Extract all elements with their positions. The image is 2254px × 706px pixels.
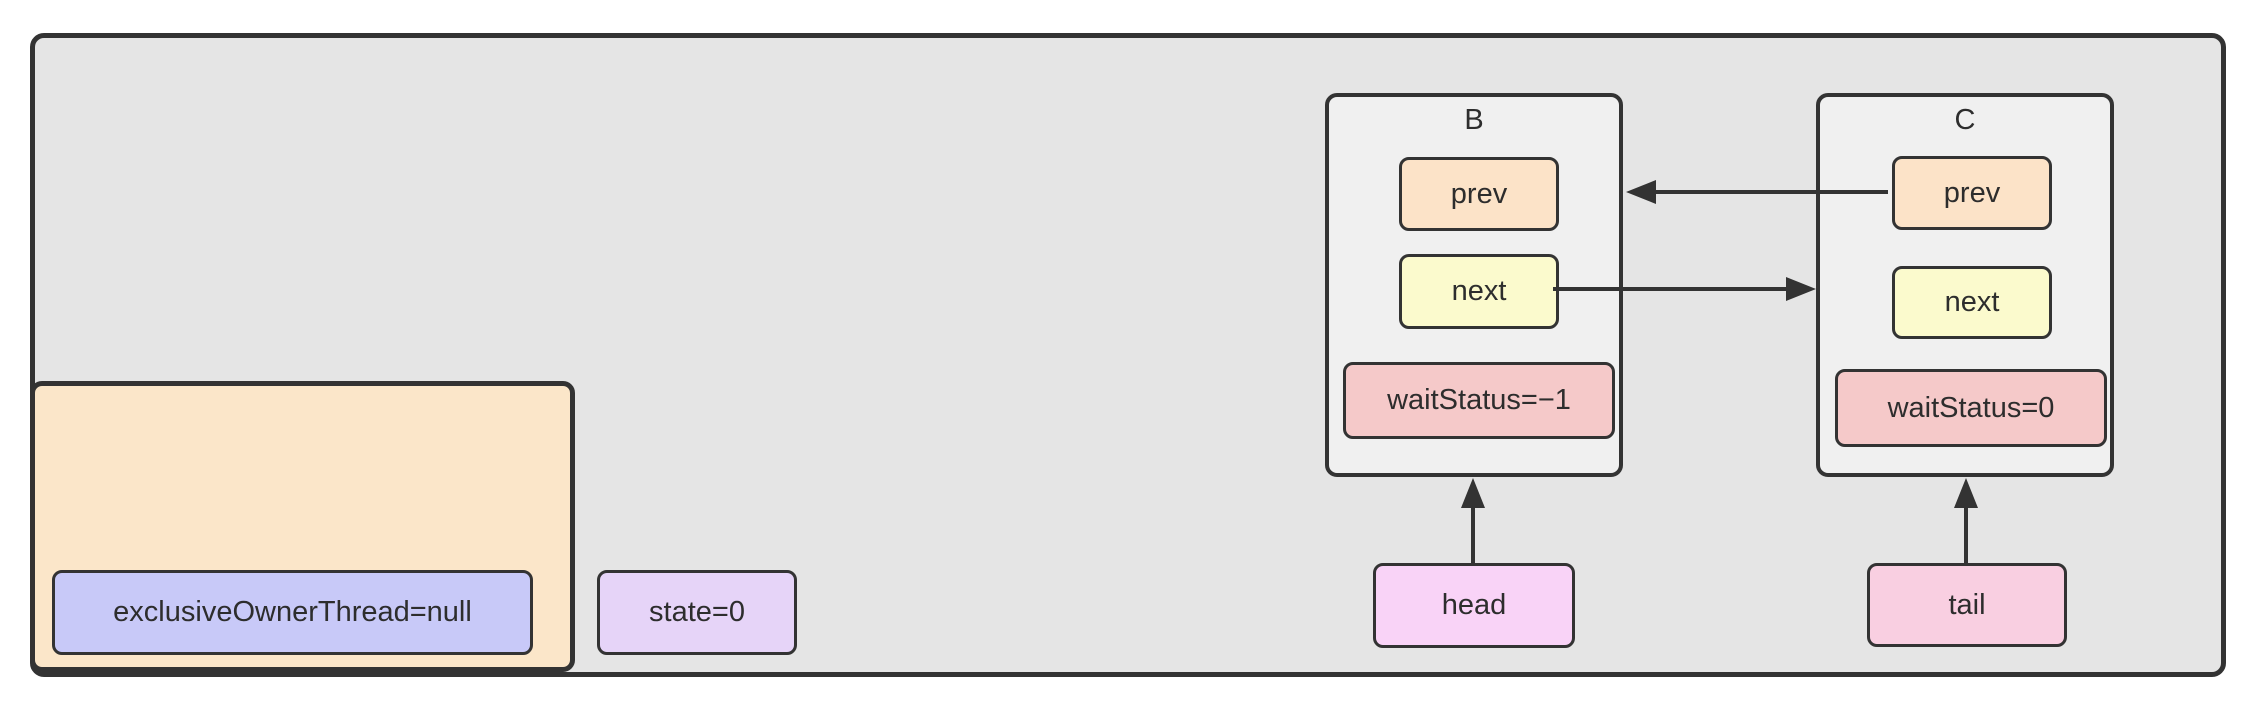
node-C-title: C bbox=[1954, 104, 1976, 136]
tail-pointer: tail bbox=[1867, 563, 2067, 647]
node-B-prev-field: prev bbox=[1399, 157, 1559, 231]
node-B-next-field: next bbox=[1399, 254, 1559, 329]
node-B-wait-status-field: waitStatus=−1 bbox=[1343, 362, 1615, 439]
node-C: C prev next waitStatus=0 bbox=[1816, 93, 2114, 477]
exclusive-owner-thread-field: exclusiveOwnerThread=null bbox=[52, 570, 533, 655]
state-field: state=0 bbox=[597, 570, 797, 655]
head-pointer: head bbox=[1373, 563, 1575, 648]
node-B: B prev next waitStatus=−1 bbox=[1325, 93, 1623, 477]
node-C-wait-status-field: waitStatus=0 bbox=[1835, 369, 2107, 447]
node-C-prev-field: prev bbox=[1892, 156, 2052, 230]
node-C-next-field: next bbox=[1892, 266, 2052, 339]
node-B-title: B bbox=[1464, 104, 1484, 136]
